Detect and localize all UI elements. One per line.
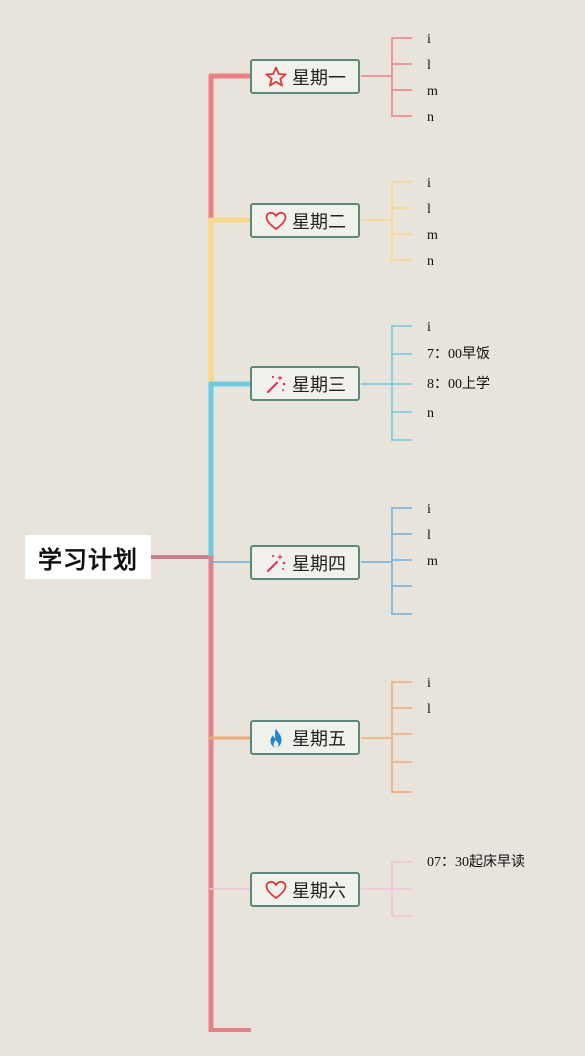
leaf-item[interactable]: l bbox=[427, 202, 431, 217]
branch-node-label: 星期四 bbox=[292, 553, 346, 575]
leaf-item[interactable]: 07：30起床早读 bbox=[427, 855, 525, 870]
leaf-item[interactable]: n bbox=[427, 254, 434, 269]
leaf-item[interactable]: n bbox=[427, 110, 434, 125]
root-node[interactable]: 学习计划 bbox=[25, 535, 151, 579]
leaf-item[interactable]: i bbox=[427, 320, 431, 335]
magic-wand-icon bbox=[264, 551, 288, 575]
heart-icon bbox=[264, 209, 288, 233]
branch-node-label: 星期五 bbox=[292, 728, 346, 750]
leaf-item[interactable]: 7：00早饭 bbox=[427, 347, 490, 362]
leaf-item[interactable]: i bbox=[427, 176, 431, 191]
leaf-item[interactable]: i bbox=[427, 502, 431, 517]
heart-icon bbox=[264, 878, 288, 902]
leaf-item[interactable]: n bbox=[427, 406, 434, 421]
branch-node-friday[interactable]: 星期五 bbox=[250, 720, 360, 755]
star-icon bbox=[264, 65, 288, 89]
branch-node-label: 星期一 bbox=[292, 67, 346, 89]
leaf-item[interactable]: m bbox=[427, 228, 438, 243]
branch-node-label: 星期六 bbox=[292, 880, 346, 902]
root-node-label: 学习计划 bbox=[38, 545, 138, 574]
branch-node-label: 星期三 bbox=[292, 374, 346, 396]
branch-node-thursday[interactable]: 星期四 bbox=[250, 545, 360, 580]
leaf-item[interactable]: l bbox=[427, 58, 431, 73]
leaf-item[interactable]: l bbox=[427, 702, 431, 717]
leaf-item[interactable]: i bbox=[427, 676, 431, 691]
leaf-item[interactable]: m bbox=[427, 84, 438, 99]
magic-wand-icon bbox=[264, 372, 288, 396]
branch-node-tuesday[interactable]: 星期二 bbox=[250, 203, 360, 238]
leaf-item[interactable]: l bbox=[427, 528, 431, 543]
branch-node-saturday[interactable]: 星期六 bbox=[250, 872, 360, 907]
fire-icon bbox=[264, 726, 288, 750]
leaf-item[interactable]: m bbox=[427, 554, 438, 569]
branch-node-label: 星期二 bbox=[292, 211, 346, 233]
branch-node-wednesday[interactable]: 星期三 bbox=[250, 366, 360, 401]
branch-node-monday[interactable]: 星期一 bbox=[250, 59, 360, 94]
leaf-item[interactable]: i bbox=[427, 32, 431, 47]
leaf-item[interactable]: 8：00上学 bbox=[427, 377, 490, 392]
